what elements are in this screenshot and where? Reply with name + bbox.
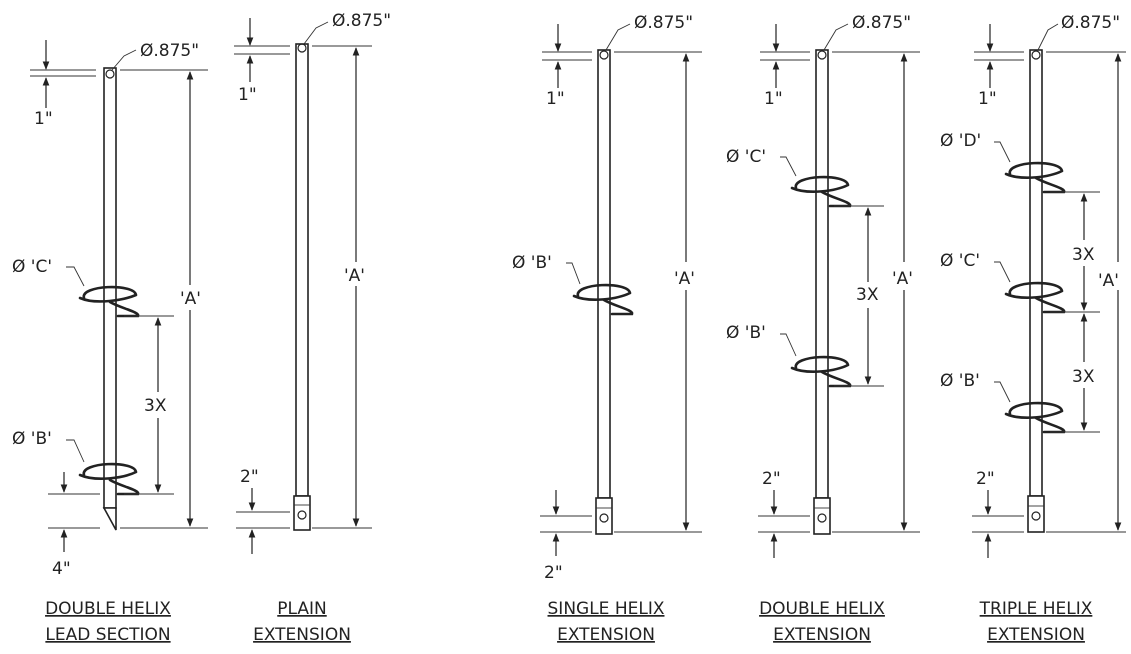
dim-3x: 3X bbox=[144, 396, 167, 416]
plain-extension: 1" Ø.875" 'A' 2" PLAIN EXTENSION bbox=[234, 11, 391, 645]
dim-2in: 2" bbox=[762, 469, 781, 489]
dim-3x-lower: 3X bbox=[1072, 367, 1095, 387]
caption-plain-2: EXTENSION bbox=[253, 625, 351, 645]
caption-double-lead-1: DOUBLE HELIX bbox=[45, 599, 171, 619]
dim-a: 'A' bbox=[1098, 271, 1119, 291]
helix-b bbox=[572, 283, 634, 316]
dim-diameter: Ø.875" bbox=[1061, 13, 1120, 33]
dim-2in: 2" bbox=[544, 563, 563, 583]
dim-1in: 1" bbox=[764, 89, 783, 109]
dim-3x-upper: 3X bbox=[1072, 245, 1095, 265]
dim-diameter: Ø.875" bbox=[140, 41, 199, 61]
triple-helix-extension: 1" Ø.875" 'A' 3X 3X Ø 'D' Ø 'C' Ø 'B' 2" bbox=[940, 13, 1126, 645]
double-helix-extension: 1" Ø.875" 'A' 3X Ø 'C' Ø 'B' 2" DOUBLE H… bbox=[726, 13, 920, 645]
label-helix-c: Ø 'C' bbox=[940, 251, 980, 271]
label-helix-b: Ø 'B' bbox=[940, 371, 980, 391]
label-helix-b: Ø 'B' bbox=[726, 323, 766, 343]
dim-3x: 3X bbox=[856, 285, 879, 305]
caption-single-1: SINGLE HELIX bbox=[548, 599, 665, 619]
dim-diameter: Ø.875" bbox=[634, 13, 693, 33]
label-helix-c: Ø 'C' bbox=[726, 147, 766, 167]
dim-2in: 2" bbox=[976, 469, 995, 489]
double-helix-lead-section: 1" Ø.875" 'A' 3X Ø 'C' Ø 'B' 4" DOUBLE H… bbox=[12, 40, 208, 645]
caption-triple-2: EXTENSION bbox=[987, 625, 1085, 645]
dim-diameter: Ø.875" bbox=[852, 13, 911, 33]
caption-plain-1: PLAIN bbox=[277, 599, 326, 619]
label-helix-b: Ø 'B' bbox=[12, 429, 52, 449]
caption-double-ext-2: EXTENSION bbox=[773, 625, 871, 645]
single-helix-extension: 1" Ø.875" 'A' Ø 'B' 2" SINGLE HELIX EXTE… bbox=[512, 13, 702, 645]
dim-4in: 4" bbox=[52, 559, 71, 579]
dim-1in: 1" bbox=[978, 89, 997, 109]
dim-diameter: Ø.875" bbox=[332, 11, 391, 31]
dim-1in: 1" bbox=[34, 109, 53, 129]
dim-1in: 1" bbox=[238, 85, 257, 105]
caption-double-lead-2: LEAD SECTION bbox=[45, 625, 170, 645]
dim-2in: 2" bbox=[240, 467, 259, 487]
dim-a: 'A' bbox=[180, 289, 201, 309]
label-helix-d: Ø 'D' bbox=[940, 131, 981, 151]
label-helix-c: Ø 'C' bbox=[12, 257, 52, 277]
caption-single-2: EXTENSION bbox=[557, 625, 655, 645]
dim-1in: 1" bbox=[546, 89, 565, 109]
caption-double-ext-1: DOUBLE HELIX bbox=[759, 599, 885, 619]
caption-triple-1: TRIPLE HELIX bbox=[979, 599, 1093, 619]
dim-a: 'A' bbox=[674, 269, 695, 289]
dim-a: 'A' bbox=[344, 266, 365, 286]
label-helix-b: Ø 'B' bbox=[512, 253, 552, 273]
dim-a: 'A' bbox=[892, 269, 913, 289]
